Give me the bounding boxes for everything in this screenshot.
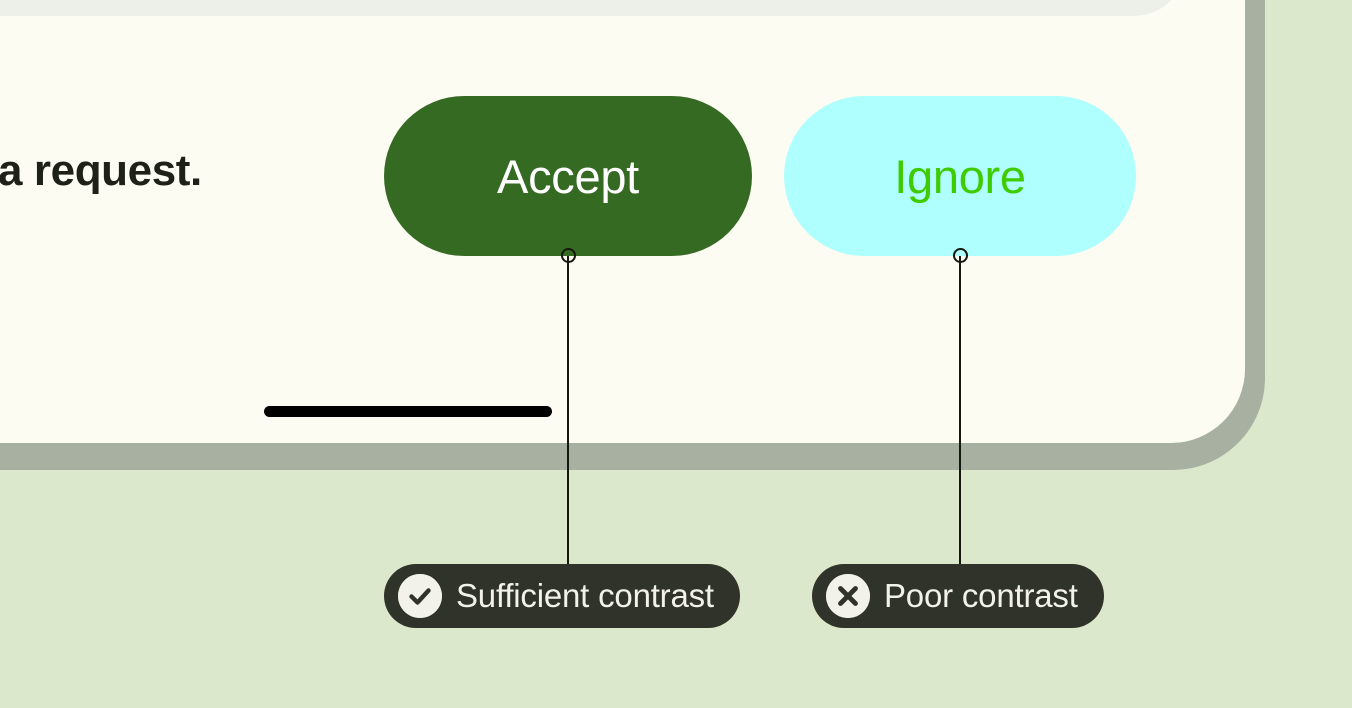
annotation-sufficient-contrast: Sufficient contrast (384, 564, 740, 628)
notification-message: a request. (0, 146, 202, 195)
accept-button[interactable]: Accept (384, 96, 752, 256)
check-circle-icon (398, 574, 442, 618)
x-circle-icon (826, 574, 870, 618)
annotation-label-sufficient: Sufficient contrast (456, 577, 714, 614)
ignore-button[interactable]: Ignore (784, 96, 1136, 256)
home-indicator[interactable] (264, 406, 552, 417)
callout-line-ignore (959, 256, 961, 566)
annotation-label-poor: Poor contrast (884, 577, 1078, 614)
card-notification (0, 0, 1186, 16)
annotation-poor-contrast: Poor contrast (812, 564, 1104, 628)
callout-line-accept (567, 256, 569, 566)
